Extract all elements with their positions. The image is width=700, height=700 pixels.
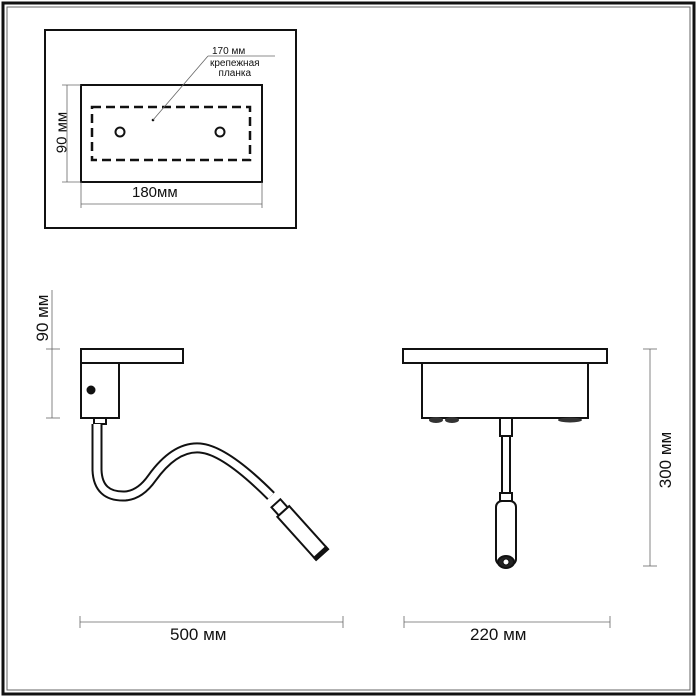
front-view-width-label: 220 мм (470, 625, 527, 644)
bracket-dimension-label: 170 мм (212, 46, 246, 57)
top-view-height-label: 90 мм (53, 111, 71, 154)
side-view-width-label: 500 мм (170, 625, 227, 644)
top-view-inset (44, 29, 297, 229)
mount-hole-left (114, 126, 126, 138)
top-view-width-label: 180мм (132, 184, 178, 201)
front-view (402, 348, 657, 628)
side-view (46, 290, 344, 628)
mounting-bracket-outline (90, 105, 252, 162)
switch-knob (86, 385, 96, 395)
front-view-height-label: 300 мм (656, 431, 675, 489)
side-view-height-label: 90 мм (33, 294, 52, 342)
bracket-caption: крепежная планка (210, 58, 260, 79)
mount-hole-right (214, 126, 226, 138)
